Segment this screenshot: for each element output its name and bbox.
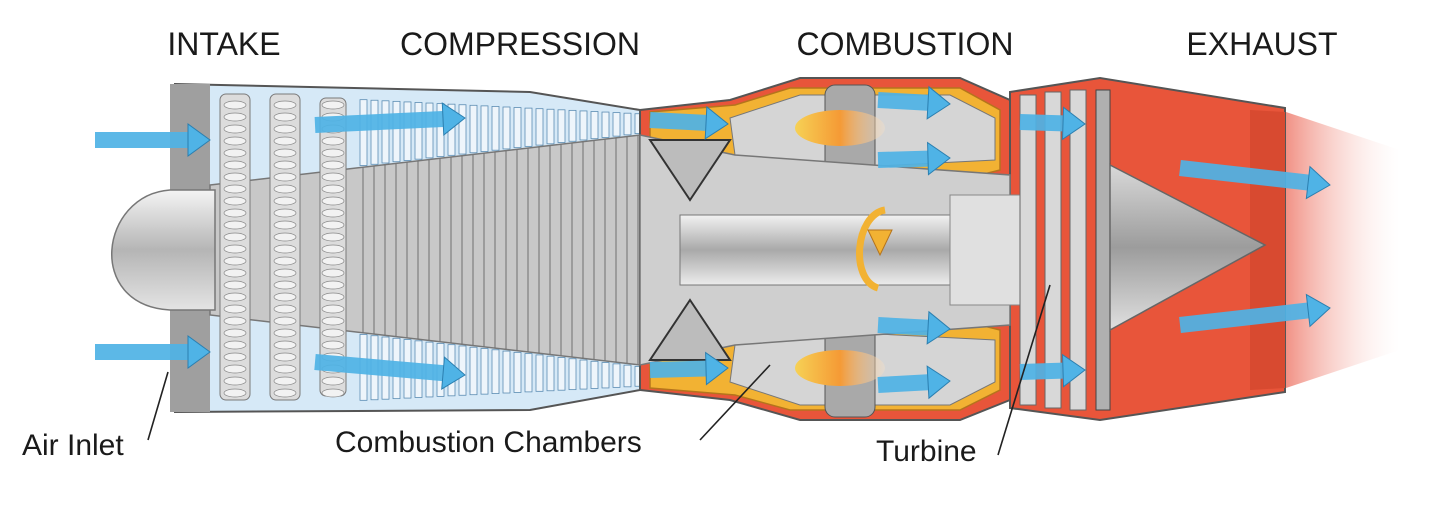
rotation-arrow [856,206,887,292]
airflow-arrowhead [187,335,211,369]
airflow-arrowhead [1061,353,1086,388]
leader-combustion-chambers [699,364,771,441]
airflow-arrow [1179,302,1310,333]
airflow-arrow [314,111,444,133]
leader-turbine [997,284,1051,456]
flame-upper [795,110,885,146]
airflow-arrow [649,112,707,131]
airflow-arrowhead [926,365,951,400]
airflow-arrow [1019,362,1064,380]
airflow-arrowhead [704,105,729,140]
section-label-exhaust: EXHAUST [1186,26,1337,62]
tail-cone [1109,163,1267,332]
airflow-arrowhead [441,102,466,137]
airflow-arrow [877,92,929,111]
flame-lower [795,350,885,386]
section-label-combustion: COMBUSTION [797,26,1014,62]
airflow-arrowhead [1305,293,1331,328]
airflow-arrowhead [187,123,211,157]
airflow-arrow [877,374,929,393]
exhaust-plume [1280,110,1400,390]
airflow-arrow [877,150,929,168]
airflow-arrowhead [926,310,951,345]
airflow-arrow [314,354,444,382]
airflow-arrowhead [705,351,729,386]
airflow-arrow [877,317,929,336]
airflow-arrowhead [441,356,466,390]
callout-air-inlet: Air Inlet [22,429,124,462]
callout-turbine: Turbine [876,435,977,468]
airflow-arrowhead [926,85,951,120]
section-label-compression: COMPRESSION [400,26,640,62]
section-label-intake: INTAKE [167,26,280,62]
leader-air-inlet [147,371,169,441]
turbine [1019,89,1111,411]
airflow-arrowhead [1061,106,1086,141]
airflow-arrow [649,360,707,378]
callout-combustion-chambers: Combustion Chambers [335,426,642,459]
airflow-arrowhead [927,141,951,176]
airflow-arrow [1179,160,1310,191]
airflow-arrowhead [1305,165,1331,200]
airflow-arrow [1019,114,1064,132]
airflow-arrows [95,85,1331,400]
spinner [110,189,216,311]
